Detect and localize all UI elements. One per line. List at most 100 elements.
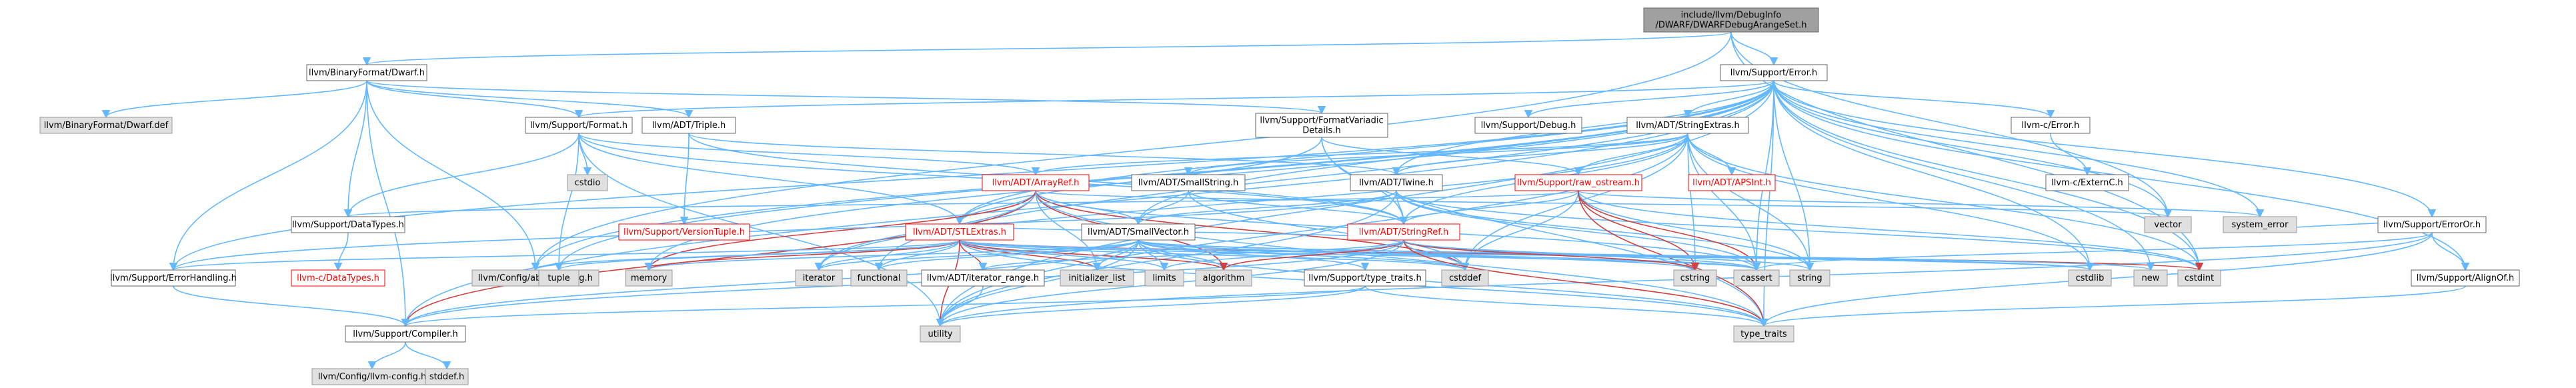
edge-format-to-tuple [554, 133, 579, 271]
node-iterrange[interactable]: llvm/ADT/iterator_range.h [921, 269, 1045, 287]
node-smallvector[interactable]: llvm/ADT/SmallVector.h [1081, 223, 1196, 241]
node-cstdio[interactable]: cstdio [567, 174, 608, 191]
edge-smallvector-to-typetraits_h [1138, 239, 1370, 271]
node-label: cassert [1740, 273, 1772, 283]
node-box [1255, 113, 1388, 138]
edges-layer [101, 31, 2470, 370]
edge-error-to-cstdint [1773, 80, 2204, 271]
node-box [1474, 117, 1582, 134]
node-debug[interactable]: llvm/Support/Debug.h [1474, 117, 1582, 134]
node-iterator[interactable]: iterator [795, 269, 843, 287]
edge-root-to-abibreaking [531, 31, 1732, 271]
node-memory[interactable]: memory [625, 269, 673, 287]
edge-smallvector-to-new [1138, 239, 2155, 271]
node-root[interactable]: include/llvm/DebugInfo/DWARF/DWARFDebugA… [1643, 7, 1819, 33]
node-box [1733, 269, 1780, 287]
node-initlist[interactable]: initializer_list [1060, 269, 1134, 287]
node-box [1626, 117, 1749, 134]
edge-rawostream-to-cstdint [1578, 190, 2204, 271]
node-label: llvm/BinaryFormat/Dwarf.h [309, 68, 425, 78]
node-twine[interactable]: llvm/ADT/Twine.h [1350, 174, 1443, 191]
node-cstdlib[interactable]: cstdlib [2068, 269, 2112, 287]
node-stddef[interactable]: stddef.h [425, 368, 469, 385]
node-functional[interactable]: functional [850, 269, 908, 287]
node-box [425, 368, 469, 385]
node-box [625, 269, 673, 287]
edge-strextras-to-smallstring [1184, 133, 1688, 176]
edge-dwarf-to-errorhandling [169, 80, 367, 271]
edge-dwarf-to-fmtvariadic [366, 80, 1326, 115]
node-box [1081, 223, 1196, 241]
node-box [1144, 269, 1184, 287]
node-systemerror[interactable]: system_error [2223, 216, 2297, 233]
node-limits[interactable]: limits [1144, 269, 1184, 287]
node-box [1350, 174, 1443, 191]
node-algorithm[interactable]: algorithm [1195, 269, 1252, 287]
edge-error-to-stlextras [955, 80, 1774, 225]
edge-strextras-to-arrayref [1031, 133, 1688, 176]
node-box [2133, 269, 2168, 287]
edge-format-to-cstdio [578, 133, 592, 176]
node-cstddef[interactable]: cstddef [1441, 269, 1489, 287]
node-cstdint[interactable]: cstdint [2177, 269, 2221, 287]
node-stringref[interactable]: llvm/ADT/StringRef.h [1347, 223, 1460, 241]
node-box [2068, 269, 2112, 287]
node-box [1789, 269, 1830, 287]
node-arrayref[interactable]: llvm/ADT/ArrayRef.h [982, 174, 1090, 191]
node-error[interactable]: llvm/Support/Error.h [1720, 64, 1828, 81]
node-label: llvm/Support/AlignOf.h [2417, 273, 2515, 283]
node-stlextras[interactable]: llvm/ADT/STLExtras.h [905, 223, 1014, 241]
node-errorhandling[interactable]: llvm/Support/ErrorHandling.h [110, 269, 237, 287]
node-new[interactable]: new [2133, 269, 2168, 287]
node-llvmconfig[interactable]: llvm/Config/llvm-config.h [311, 368, 433, 385]
node-string[interactable]: string [1789, 269, 1830, 287]
node-cexternc[interactable]: llvm-c/ExternC.h [2045, 174, 2129, 191]
edge-arrayref-to-memory [644, 190, 1036, 271]
node-dwarfdef[interactable]: llvm/BinaryFormat/Dwarf.def [39, 117, 173, 134]
node-rawostream[interactable]: llvm/Support/raw_ostream.h [1514, 174, 1642, 191]
edge-strextras-to-cstddef [1460, 133, 1688, 271]
edge-smallstring-to-stringref [1188, 190, 1408, 225]
node-typetraits[interactable]: type_traits [1733, 325, 1794, 343]
edge-stlextras-to-limits [959, 239, 1169, 271]
node-tuple[interactable]: tuple [538, 269, 579, 287]
node-utility[interactable]: utility [920, 325, 961, 343]
edge-twine-to-errorhandling [169, 190, 1397, 271]
node-abibreaking[interactable]: llvm/Config/abi-breaking.h [471, 269, 599, 287]
node-label: llvm/Config/llvm-config.h [318, 372, 426, 382]
edge-rawostream-to-typetraits [1578, 190, 1768, 327]
edge-smallvector-to-functional [874, 239, 1139, 271]
edge-errorhandling-to-compiler [173, 285, 410, 327]
edge-typetraits_h-to-typetraits [1364, 285, 1768, 327]
node-cerror[interactable]: llvm-c/Error.h [2011, 117, 2091, 134]
node-cdatatypes[interactable]: llvm-c/DataTypes.h [291, 269, 385, 287]
node-box [306, 64, 427, 81]
node-box [111, 269, 236, 287]
node-triple[interactable]: llvm/ADT/Triple.h [641, 117, 736, 134]
node-label: functional [858, 273, 901, 283]
node-box [982, 174, 1090, 191]
node-compiler[interactable]: llvm/Support/Compiler.h [345, 325, 466, 343]
edge-arrayref-to-stlextras [955, 190, 1036, 225]
node-vector[interactable]: vector [2144, 216, 2192, 233]
node-cstring[interactable]: cstring [1673, 269, 1717, 287]
node-label: cstring [1680, 273, 1710, 283]
node-label: llvm/ADT/APSInt.h [1692, 178, 1771, 188]
node-cassert[interactable]: cassert [1733, 269, 1780, 287]
node-box [567, 174, 608, 191]
node-dwarf[interactable]: llvm/BinaryFormat/Dwarf.h [306, 64, 427, 81]
node-box [1347, 223, 1460, 241]
node-versiontuple[interactable]: llvm/Support/VersionTuple.h [618, 223, 750, 241]
node-typetraits_h[interactable]: llvm/Support/type_traits.h [1304, 269, 1426, 287]
node-datatypes[interactable]: llvm/Support/DataTypes.h [291, 216, 405, 233]
node-format[interactable]: llvm/Support/Format.h [525, 117, 633, 134]
edge-format-to-arrayref [578, 133, 1040, 176]
node-strextras[interactable]: llvm/ADT/StringExtras.h [1626, 117, 1749, 134]
edge-erroror-to-cassert [1752, 232, 2433, 271]
node-box [1131, 174, 1246, 191]
node-erroror[interactable]: llvm/Support/ErrorOr.h [2377, 216, 2487, 233]
node-smallstring[interactable]: llvm/ADT/SmallString.h [1131, 174, 1246, 191]
node-apsint[interactable]: llvm/ADT/APSInt.h [1688, 174, 1776, 191]
node-alignof[interactable]: llvm/Support/AlignOf.h [2411, 269, 2520, 287]
